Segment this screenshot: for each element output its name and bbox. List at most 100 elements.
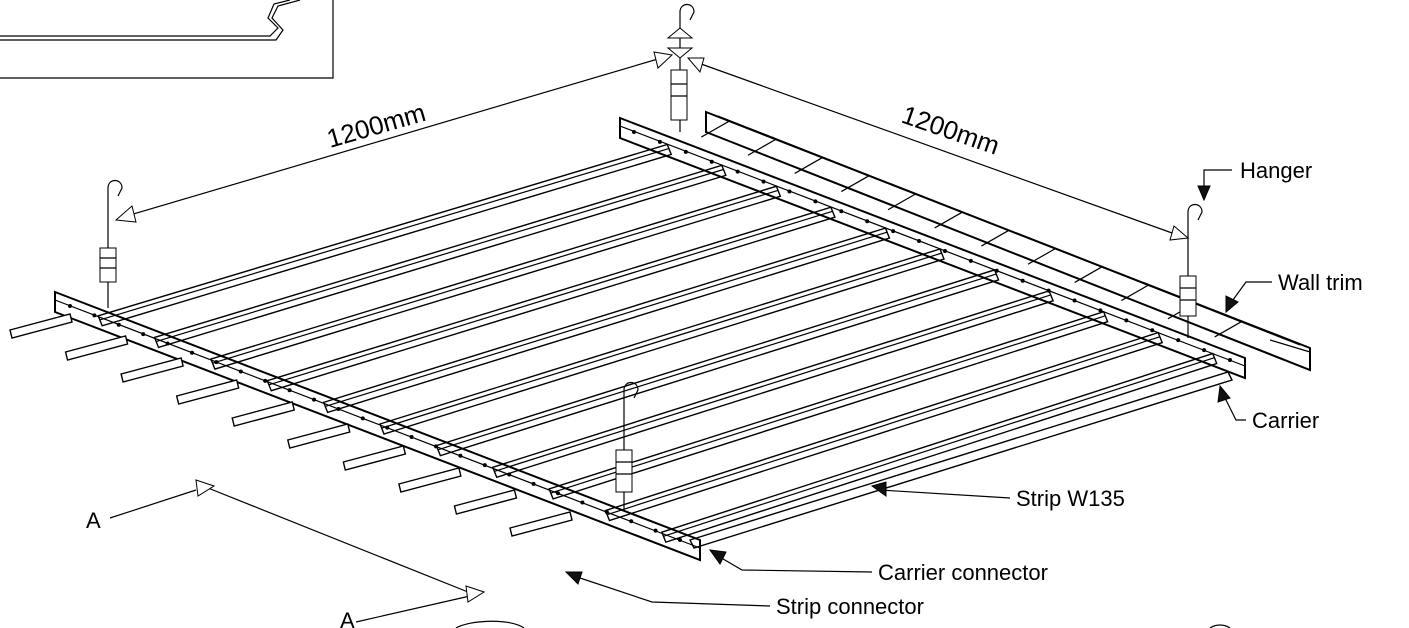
strip-groove	[381, 252, 943, 429]
wall-trim-label: Wall trim	[1278, 270, 1363, 295]
carrier-hole	[1020, 278, 1025, 283]
carrier-hole	[813, 199, 818, 204]
ladder-rung	[887, 193, 917, 211]
strip-connector	[453, 489, 518, 515]
strip	[548, 310, 1109, 500]
carrier-hole	[190, 350, 194, 355]
carrier-hole	[942, 248, 947, 253]
carrier-hole	[1098, 308, 1103, 313]
carrier-hole	[657, 139, 662, 144]
carrier-hole	[761, 179, 766, 184]
carrier-hole	[92, 313, 97, 318]
strip	[435, 269, 1000, 457]
carrier-hole	[891, 229, 896, 234]
strips	[97, 143, 1233, 549]
back-carrier	[619, 116, 1246, 380]
strip-label: Strip W135	[1016, 486, 1125, 511]
dimension-label-right: 1200mm	[898, 99, 1003, 160]
strip-callout: Strip W135	[870, 481, 1125, 511]
carrier-hole	[709, 159, 714, 164]
strip-connector	[398, 467, 462, 493]
carrier-callout: Carrier	[1217, 384, 1319, 433]
strip	[97, 143, 673, 327]
strip-connector	[286, 423, 351, 449]
ladder-rung	[747, 138, 777, 156]
carrier-hole	[1150, 328, 1155, 333]
ladder-rung	[841, 175, 870, 193]
section-a-label-bottom: A	[340, 608, 355, 628]
carrier-hole	[839, 209, 844, 214]
strip	[266, 206, 836, 392]
ladder-rung	[701, 120, 730, 138]
hanger-center	[670, 3, 695, 132]
carrier-hole	[653, 528, 658, 533]
carrier-hole	[580, 500, 585, 505]
ladder-rung	[934, 211, 963, 229]
center-hanger-arrows	[666, 27, 694, 59]
carrier-hole	[531, 481, 536, 486]
carrier-hole	[604, 509, 609, 514]
strip	[209, 185, 782, 370]
ladder-rung	[1074, 265, 1103, 283]
carrier-hole	[787, 189, 792, 194]
carrier-hole	[360, 416, 365, 421]
carrier-hole	[917, 239, 922, 244]
ladder-rung	[1121, 284, 1150, 302]
carrier-hole	[735, 169, 740, 174]
carrier-hole	[263, 378, 268, 383]
carrier-hole	[556, 491, 560, 496]
carrier-hole	[141, 332, 146, 337]
dimension-line-right	[686, 57, 1190, 241]
carrier-hole	[629, 519, 634, 524]
strip-groove	[212, 189, 779, 364]
strip	[660, 352, 1218, 544]
carrier-hole	[1228, 358, 1232, 362]
strip-connector	[231, 401, 296, 427]
dimension-label-left: 1200mm	[323, 97, 429, 154]
dimension-line-left	[114, 51, 674, 223]
front-carrier	[54, 290, 701, 562]
strip	[153, 164, 727, 349]
carrier-connector-callout: Carrier connector	[708, 549, 1048, 585]
strip-connector	[342, 445, 407, 471]
hanger-right	[1179, 203, 1203, 338]
ladder-rung	[981, 229, 1010, 247]
strip	[491, 289, 1055, 479]
strip-groove	[494, 294, 1052, 472]
strip-connector	[509, 511, 573, 537]
strip-connector	[64, 335, 129, 361]
hanger-left	[99, 179, 123, 308]
carrier-connector-label: Carrier connector	[878, 560, 1048, 585]
carrier-hole	[409, 435, 414, 440]
carrier-hole	[1072, 298, 1077, 303]
wall-trim	[705, 110, 1311, 372]
strip	[322, 227, 891, 414]
ladder-rung	[1027, 247, 1057, 265]
strip-groove	[550, 315, 1106, 494]
carrier-hole	[458, 453, 463, 458]
strip-connector-callout: Strip connector	[564, 571, 924, 619]
strip	[604, 331, 1164, 522]
carrier-hole	[994, 268, 999, 273]
carrier-hole	[287, 388, 292, 393]
strip	[379, 248, 945, 435]
strip-groove	[438, 273, 997, 451]
carrier-hole	[238, 369, 243, 374]
ladder-rung	[1214, 320, 1243, 338]
strip-connector	[120, 357, 184, 383]
carrier-hole	[68, 304, 72, 308]
carrier-hole	[1176, 338, 1181, 343]
strip-groove	[269, 210, 834, 386]
carrier-hole	[1202, 348, 1207, 353]
strip-groove	[156, 168, 724, 343]
wall-trim-callout: Wall trim	[1225, 270, 1363, 314]
carrier-hole	[507, 472, 512, 477]
strip-connectors	[9, 313, 573, 537]
carrier-hole	[865, 219, 870, 224]
carrier-hole	[336, 406, 341, 411]
strip-groove	[325, 231, 888, 407]
carrier-hole	[385, 425, 390, 430]
strip-groove	[663, 356, 1215, 537]
carrier-hole	[678, 538, 682, 542]
